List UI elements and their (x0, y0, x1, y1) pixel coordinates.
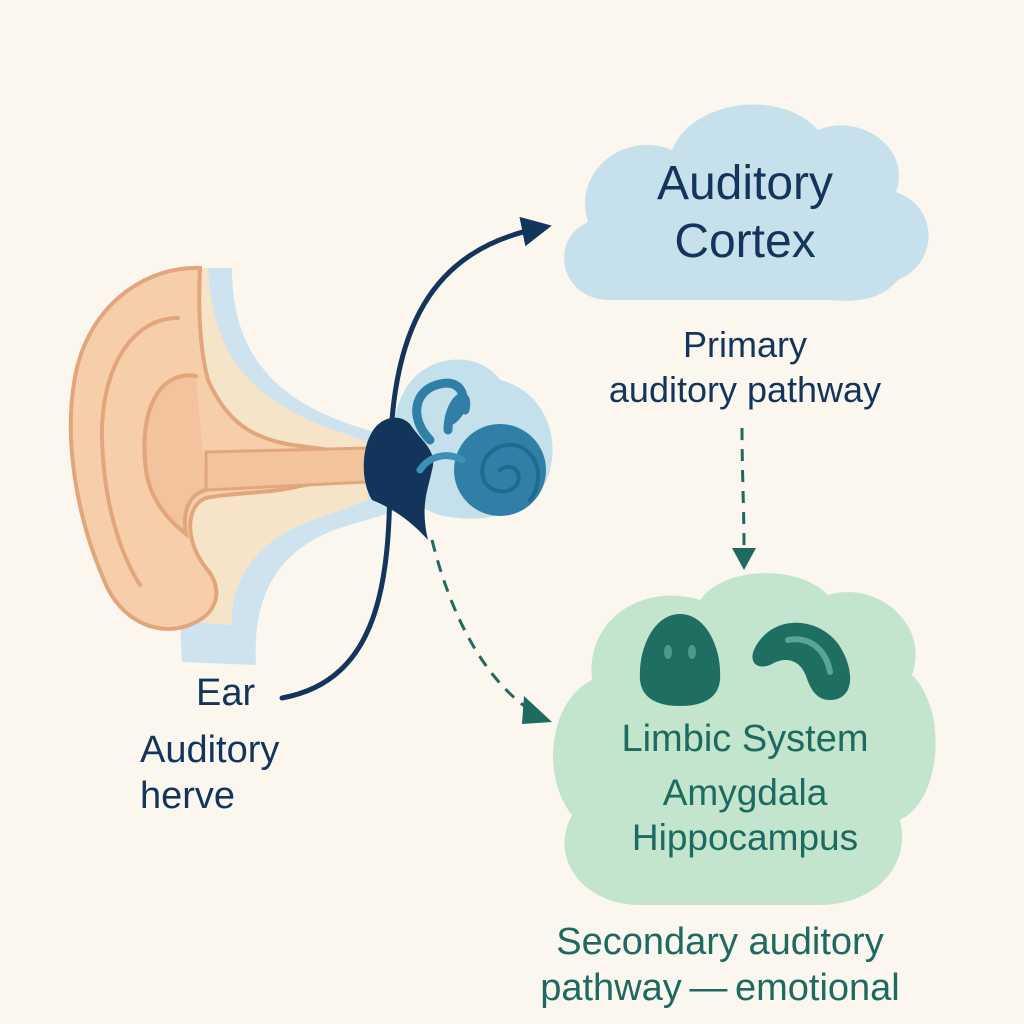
auditory-cortex-label: Auditory Cortex (560, 155, 930, 270)
amygdala-eye-left (664, 645, 672, 659)
secondary-pathway-label: Secondary auditory pathway — emotional (480, 920, 960, 1011)
amygdala-eye-right (688, 645, 696, 659)
cortex-to-limbic-arrow (740, 427, 746, 549)
hippocampus-highlight (785, 636, 833, 675)
primary-pathway-arrow (279, 216, 552, 701)
amygdala-icon (639, 614, 721, 706)
auditory-nerve-line1: Auditory (140, 729, 280, 771)
cochlea-spiral (480, 442, 540, 502)
auditory-nerve-line2: herve (140, 774, 236, 817)
limbic-parts-label: Amygdala Hippocampus (570, 770, 920, 860)
auditory-cortex-cloud (564, 104, 929, 301)
ear-canal-tube (204, 446, 370, 492)
amygdala-label: Amygdala (662, 772, 828, 813)
auditory-cortex-line1: Auditory (656, 157, 834, 210)
outer-ear-pinna (68, 265, 370, 631)
ear-label: Ear (196, 672, 256, 714)
limbic-system-label: Limbic System (621, 718, 869, 760)
secondary-pathway-line1: Secondary auditory (556, 921, 884, 963)
primary-pathway-line1: Primary (683, 324, 807, 365)
auditory-nerve-label: Auditory herve (140, 728, 279, 819)
ear-to-limbic-arrow (430, 539, 531, 712)
pinna-concha (142, 373, 208, 539)
hippocampus-label: Hippocampus (631, 817, 859, 859)
vestibule-connector (416, 452, 466, 474)
semicircular-canals-icon (412, 378, 471, 445)
secondary-pathway-line2: pathway — emotional (540, 966, 900, 1009)
auditory-cortex-line2: Cortex (674, 214, 816, 268)
middle-ear-ossicles (363, 417, 434, 540)
primary-pathway-line2: auditory pathway (608, 369, 882, 410)
hippocampus-icon (752, 622, 851, 700)
ear-to-limbic-arrowhead (522, 696, 552, 724)
pinna-helix-fold (99, 316, 180, 587)
cortex-to-limbic-arrowhead (732, 548, 756, 570)
primary-pathway-label: Primary auditory pathway (540, 322, 950, 412)
